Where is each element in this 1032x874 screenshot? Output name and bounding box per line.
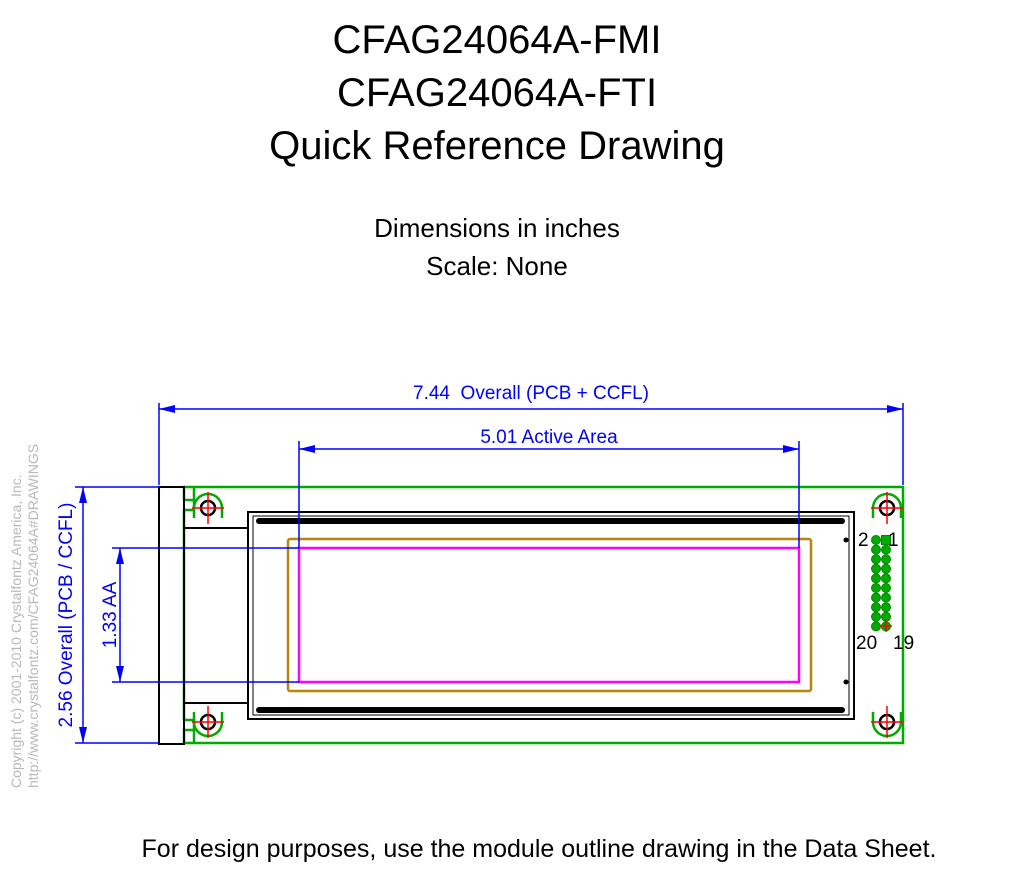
connector-pin: [871, 611, 881, 622]
mounting-hole: [871, 706, 903, 738]
mounting-hole: [192, 492, 224, 524]
pin-1-marker: [881, 535, 891, 545]
mounting-hole: [192, 706, 224, 738]
connector-pin: [881, 573, 891, 584]
connector-pins: [871, 535, 892, 632]
lcd-glass: [247, 511, 855, 720]
connector-pin: [871, 544, 881, 555]
pin-label-1: 1: [888, 530, 899, 551]
active-area: [297, 546, 801, 684]
ccfl-housing: [158, 486, 249, 745]
pin-19-marker: [880, 620, 892, 632]
connector-pin: [871, 573, 881, 584]
viewing-area: [286, 537, 813, 693]
overall-height-label: 2.56 Overall (PCB / CCFL): [56, 503, 77, 728]
scale-note: Scale: None: [426, 251, 568, 281]
pcb-outline: [182, 485, 905, 745]
connector-pin: [871, 592, 881, 603]
dimension-overall-height: 2.56 Overall (PCB / CCFL): [56, 486, 159, 744]
title-line-2: CFAG24064A-FTI: [336, 71, 658, 115]
pcb-edge: [182, 485, 905, 745]
pin-label-2: 2: [858, 530, 869, 551]
active-height-label: 1.33 AA: [100, 581, 121, 648]
connector-pin: [881, 611, 891, 622]
connector-pin: [871, 621, 881, 632]
dimension-active-width: 5.01 Active Area: [298, 427, 800, 548]
dimension-active-height: 1.33 AA: [100, 547, 299, 683]
connector-pin: [871, 535, 881, 545]
connector-pin: [871, 554, 881, 565]
dimension-overall-width: 7.44 Overall (PCB + CCFL): [158, 383, 904, 485]
connector-pin: [871, 563, 881, 574]
mounting-holes: [192, 492, 903, 738]
mounting-hole: [871, 492, 903, 524]
connector-pin: [881, 602, 891, 613]
title-line-3: Quick Reference Drawing: [269, 124, 725, 168]
pin-label-19: 19: [893, 633, 914, 654]
connector-pin: [871, 602, 881, 613]
dimensions-unit-note: Dimensions in inches: [374, 213, 620, 243]
connector-pin: [881, 544, 891, 555]
active-width-label: 5.01 Active Area: [480, 427, 618, 448]
footer-note: For design purposes, use the module outl…: [141, 835, 937, 863]
connector-pin: [881, 592, 891, 603]
connector-pin: [881, 583, 891, 593]
overall-width-label: 7.44 Overall (PCB + CCFL): [413, 383, 649, 404]
connector-pin: [881, 563, 891, 574]
pin-label-20: 20: [856, 633, 877, 654]
connector-pin: [881, 554, 891, 565]
title-line-1: CFAG24064A-FMI: [332, 18, 662, 62]
connector-pin: [871, 583, 881, 593]
